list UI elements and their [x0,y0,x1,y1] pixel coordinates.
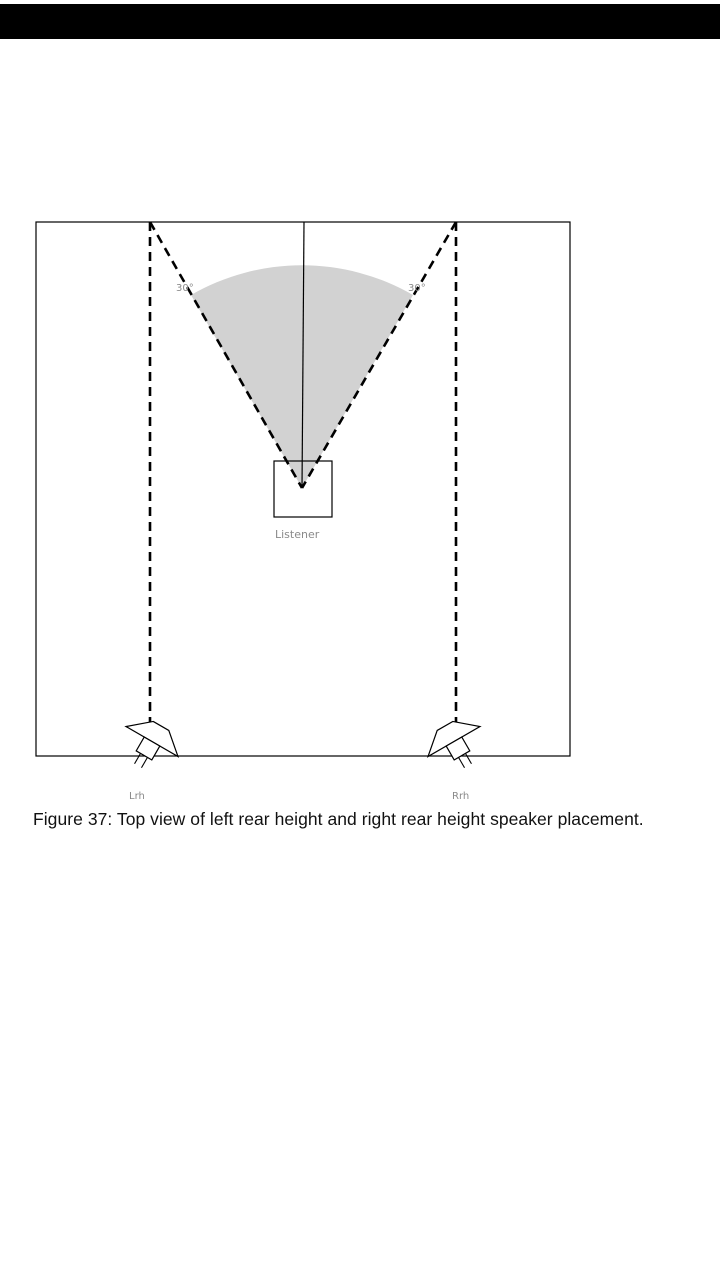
left-dashed-diagonal [148,221,304,489]
left-speaker-label: Lrh [129,791,145,802]
room-outline [35,221,571,757]
center-line [301,221,305,489]
left-speaker-icon [124,720,180,769]
listener-label: Listener [275,528,320,541]
angle-label-right: 30° [408,283,426,294]
top-bar [0,4,720,39]
listener-box [273,460,333,518]
angle-sector [191,265,413,488]
right-speaker-label: Rrh [452,791,469,802]
right-speaker-icon [426,720,482,769]
right-dashed-diagonal [300,221,458,489]
figure-caption: Figure 37: Top view of left rear height … [33,809,644,829]
angle-label-left: 30° [176,283,194,294]
